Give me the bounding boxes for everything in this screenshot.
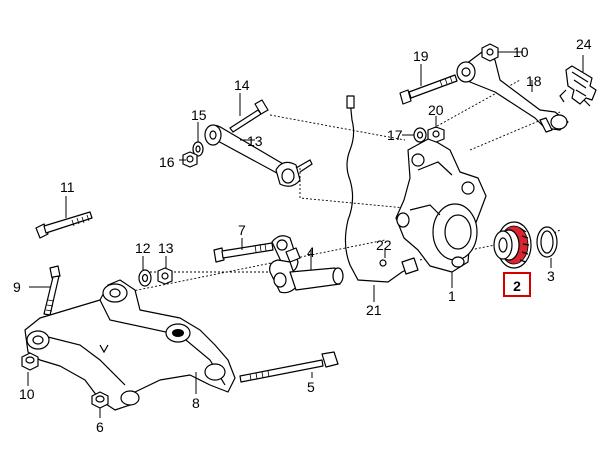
control-arm-19 <box>456 51 569 133</box>
bolt-11 <box>35 211 93 239</box>
callout-14: 13 <box>247 133 263 149</box>
abs-sensor-cable-22 <box>344 95 419 283</box>
callout-8: 8 <box>192 395 200 411</box>
callout-11: 11 <box>60 179 75 195</box>
assembly-guide-lines <box>107 79 561 297</box>
callout-2-highlight-box: 2 <box>503 272 531 297</box>
nut-18 <box>413 127 427 143</box>
callout-18: 17 <box>387 127 403 143</box>
washer-12 <box>138 269 152 287</box>
bolt-9 <box>43 265 61 316</box>
callout-10-top: 10 <box>513 44 529 60</box>
callout-20: 19 <box>413 48 429 64</box>
nut-10-top <box>481 43 499 62</box>
callout-4: 4 <box>307 244 315 260</box>
wheel-bearing-2 <box>493 221 532 269</box>
callout-24: 24 <box>576 36 592 52</box>
callout-17: 16 <box>159 154 175 170</box>
rear-subframe <box>24 279 236 411</box>
toe-link-4 <box>269 235 344 294</box>
bolt-15 <box>229 99 269 133</box>
nut-6 <box>91 391 109 409</box>
wheel-carrier-1 <box>395 137 487 273</box>
callout-22: 21 <box>366 302 382 318</box>
control-arm-14 <box>204 124 313 187</box>
callout-16: 15 <box>191 107 207 123</box>
callout-12: 12 <box>135 240 151 256</box>
bolt-20 <box>399 74 458 105</box>
callout-13: 13 <box>158 240 174 256</box>
bolt-7 <box>213 242 274 263</box>
callout-23: 22 <box>376 237 392 253</box>
nut-13 <box>157 267 173 285</box>
bracket-24 <box>559 65 597 107</box>
callout-7: 7 <box>238 222 246 238</box>
nut-17 <box>182 151 198 168</box>
nut-21 <box>427 126 445 143</box>
washer-16 <box>192 141 204 157</box>
bolt-5 <box>239 351 339 383</box>
nut-10-left <box>21 352 39 371</box>
callout-3: 3 <box>547 268 555 284</box>
callout-19: 18 <box>526 73 542 89</box>
snap-ring-3 <box>536 226 558 258</box>
callout-21: 20 <box>428 102 444 118</box>
callout-6: 6 <box>96 419 104 435</box>
callout-10-left: 10 <box>19 386 35 402</box>
callout-2: 2 <box>513 278 521 294</box>
callout-5: 5 <box>307 379 315 395</box>
callout-9: 9 <box>13 279 21 295</box>
callout-15: 14 <box>234 77 250 93</box>
leader-lines <box>27 51 584 418</box>
callout-1: 1 <box>448 288 456 304</box>
